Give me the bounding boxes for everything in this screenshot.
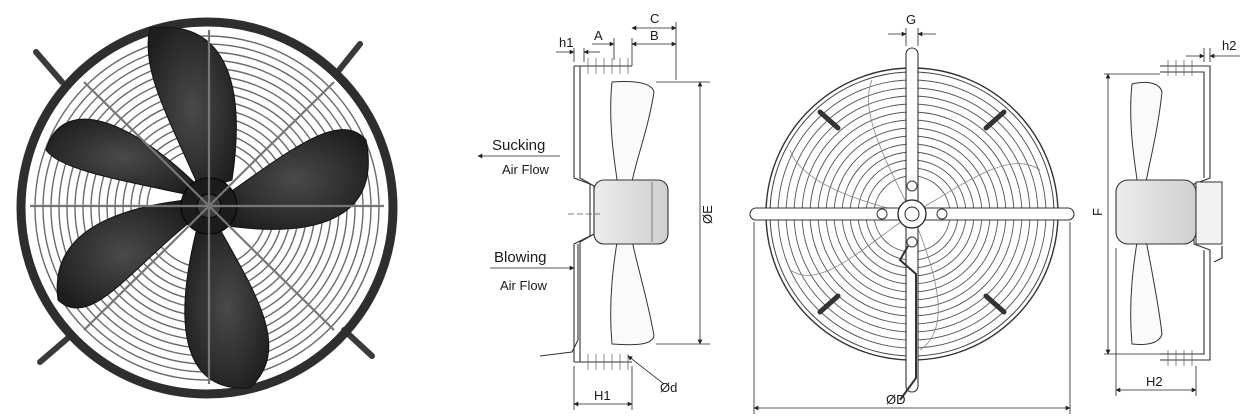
airflow-blowing: Blowing Air Flow xyxy=(490,249,575,293)
guard-spokes xyxy=(30,30,384,384)
dim-d-label: Ød xyxy=(660,380,677,395)
airflow-sucking: Sucking Air Flow xyxy=(477,137,560,177)
dim-B-label: B xyxy=(650,28,659,43)
blowing-airflow-label: Air Flow xyxy=(500,278,548,293)
dim-A-label: A xyxy=(594,28,603,43)
front-cable xyxy=(898,245,917,401)
blowing-label: Blowing xyxy=(494,249,547,266)
dim-F-label: F xyxy=(1090,208,1105,216)
right-motor xyxy=(1115,179,1197,245)
dim-h2-label: h2 xyxy=(1222,38,1236,53)
outer-ring xyxy=(16,17,398,399)
dim-E-label: ØE xyxy=(700,205,715,224)
right-view-drawing: h2 F H2 xyxy=(1090,38,1240,396)
dim-G-label: G xyxy=(906,12,916,27)
side-guard-teeth xyxy=(587,58,629,370)
dim-h1-label: h1 xyxy=(559,35,573,50)
side-motor xyxy=(593,179,669,245)
side-cable xyxy=(539,244,579,357)
dim-C-label: C xyxy=(650,11,659,26)
front-view-drawing: G ØD xyxy=(749,12,1075,414)
front-bolt-holes xyxy=(876,180,948,248)
sucking-airflow-label: Air Flow xyxy=(502,162,550,177)
sucking-label: Sucking xyxy=(492,137,545,154)
dim-H1-label: H1 xyxy=(594,388,611,403)
fan-photo xyxy=(16,17,398,399)
front-diagonal-struts xyxy=(817,109,1007,315)
dim-D-label: ØD xyxy=(886,392,906,407)
side-view-drawing: Sucking Air Flow Blowing Air Flow h1 A B… xyxy=(477,11,715,410)
right-guard-teeth xyxy=(1167,60,1193,366)
right-terminal-box xyxy=(1195,181,1223,245)
fan-blades xyxy=(45,26,369,389)
dim-H2-label: H2 xyxy=(1146,374,1163,389)
